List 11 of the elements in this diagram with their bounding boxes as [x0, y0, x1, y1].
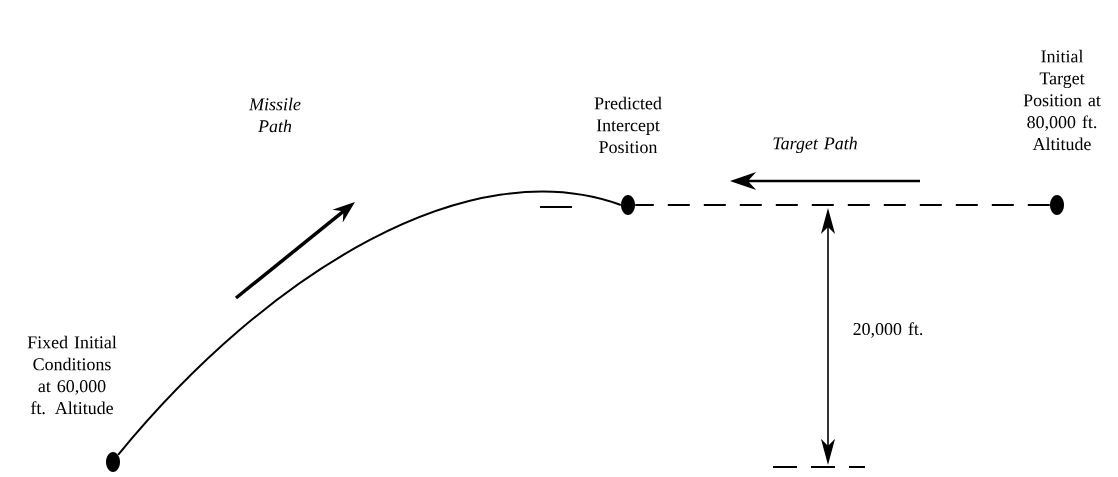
trajectory-curve [117, 190, 622, 456]
position-dot [106, 452, 120, 472]
position-dot [621, 195, 635, 215]
position-label: Predicted Intercept Position [594, 96, 662, 154]
position-label: Fixed Initial Conditions at 60,000 ft. Altitude [27, 335, 117, 415]
dashed-line [634, 204, 1051, 206]
path-label: Target Path [773, 136, 857, 154]
path-label: Missile Path [248, 97, 301, 133]
path-label: 20,000 ft. [853, 322, 923, 338]
position-label: Initial Target Position at 80,000 ft. Altitude [1023, 49, 1101, 151]
position-dot [1050, 195, 1064, 215]
